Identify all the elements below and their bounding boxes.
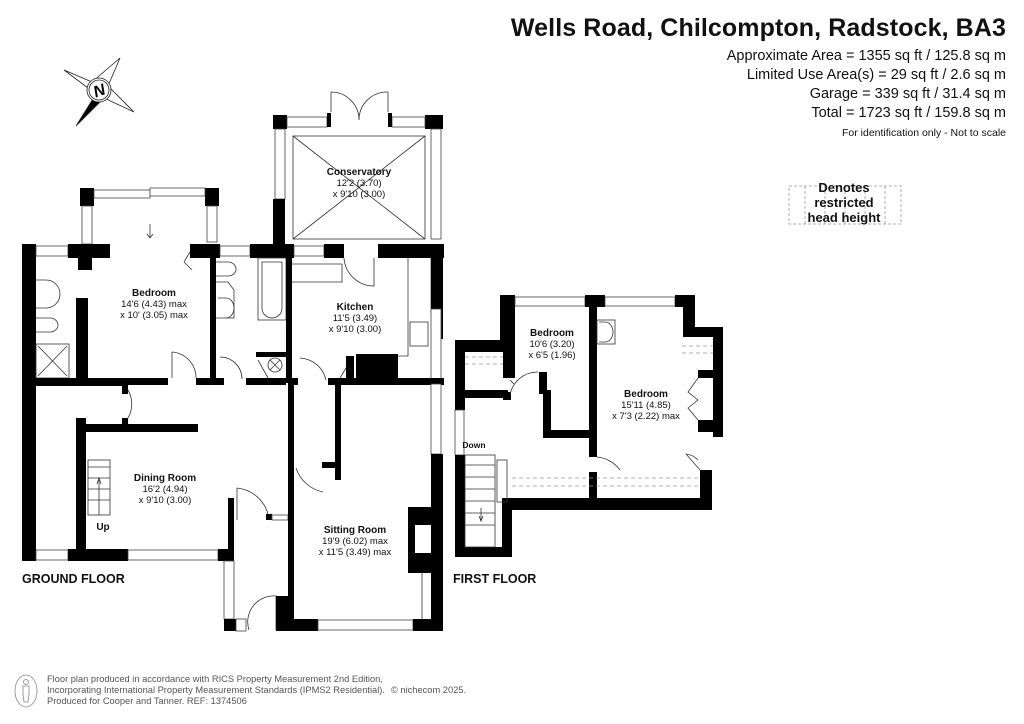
area-summary: Approximate Area = 1355 sq ft / 125.8 sq… (727, 47, 1006, 140)
footer-line3: Produced for Cooper and Tanner. REF: 137… (47, 696, 247, 707)
svg-text:19'9 (6.02) max: 19'9 (6.02) max (322, 536, 388, 547)
total-area: Total = 1723 sq ft / 159.8 sq m (811, 105, 1006, 121)
svg-text:Kitchen: Kitchen (337, 302, 374, 313)
svg-text:Bedroom: Bedroom (624, 389, 668, 400)
footer-disclaimer: Floor plan produced in accordance with R… (47, 674, 466, 708)
svg-text:x 9'10 (3.00): x 9'10 (3.00) (329, 324, 382, 335)
first-floor-plan: Down Bedroom 10'6 (3.20) x 6'5 (1.96) Be… (454, 295, 723, 557)
svg-text:x 10' (3.05) max: x 10' (3.05) max (120, 310, 188, 321)
approximate-area: Approximate Area = 1355 sq ft / 125.8 sq… (726, 48, 1006, 64)
svg-text:12'2 (3.70): 12'2 (3.70) (336, 178, 381, 189)
svg-text:14'6 (4.43) max: 14'6 (4.43) max (121, 299, 187, 310)
svg-text:x 9'10 (3.00): x 9'10 (3.00) (333, 189, 386, 200)
svg-text:Bedroom: Bedroom (530, 328, 574, 339)
svg-text:x 7'3 (2.22) max: x 7'3 (2.22) max (612, 411, 680, 422)
conservatory: Conservatory 12'2 (3.70) x 9'10 (3.00) (273, 91, 443, 244)
restricted-height-legend: Denotes restricted head height (788, 179, 900, 225)
svg-text:Sitting Room: Sitting Room (324, 525, 386, 536)
svg-text:Dining Room: Dining Room (134, 473, 196, 484)
svg-text:10'6 (3.20): 10'6 (3.20) (529, 339, 574, 350)
ground-floor-plan: Conservatory 12'2 (3.70) x 9'10 (3.00) (22, 91, 444, 632)
legend-text-line2: head height (807, 209, 881, 225)
svg-text:16'2 (4.94): 16'2 (4.94) (142, 484, 187, 495)
limited-use-area: Limited Use Area(s) = 29 sq ft / 2.6 sq … (746, 67, 1006, 83)
footer-brand: © nichecom 2025. (390, 685, 467, 696)
property-address-title: Wells Road, Chilcompton, Radstock, BA3 (510, 14, 1006, 42)
scale-note: For identification only - Not to scale (842, 127, 1006, 139)
svg-text:Bedroom: Bedroom (132, 288, 176, 299)
svg-text:15'11 (4.85): 15'11 (4.85) (621, 400, 671, 411)
garage-area: Garage = 339 sq ft / 31.4 sq m (809, 86, 1006, 102)
svg-text:Up: Up (96, 522, 109, 533)
svg-text:11'5 (3.49): 11'5 (3.49) (333, 313, 377, 324)
compass-north-icon: N (63, 57, 135, 127)
ground-floor-label: GROUND FLOOR (22, 572, 125, 586)
svg-text:Conservatory: Conservatory (327, 167, 392, 178)
legend-text-line1: Denotes restricted (814, 179, 874, 210)
svg-text:x 6'5 (1.96): x 6'5 (1.96) (528, 350, 575, 361)
person-scale-icon (14, 674, 38, 708)
footer-line1: Floor plan produced in accordance with R… (47, 674, 383, 684)
svg-text:x 11'5 (3.49) max: x 11'5 (3.49) max (319, 547, 392, 558)
stairs-down-label: Down (462, 440, 485, 450)
restricted-height-legend-swatch (788, 185, 902, 225)
footer-line2: Incorporating International Property Mea… (47, 685, 385, 696)
first-floor-label: FIRST FLOOR (453, 572, 537, 586)
svg-text:x 9'10 (3.00): x 9'10 (3.00) (139, 495, 192, 506)
